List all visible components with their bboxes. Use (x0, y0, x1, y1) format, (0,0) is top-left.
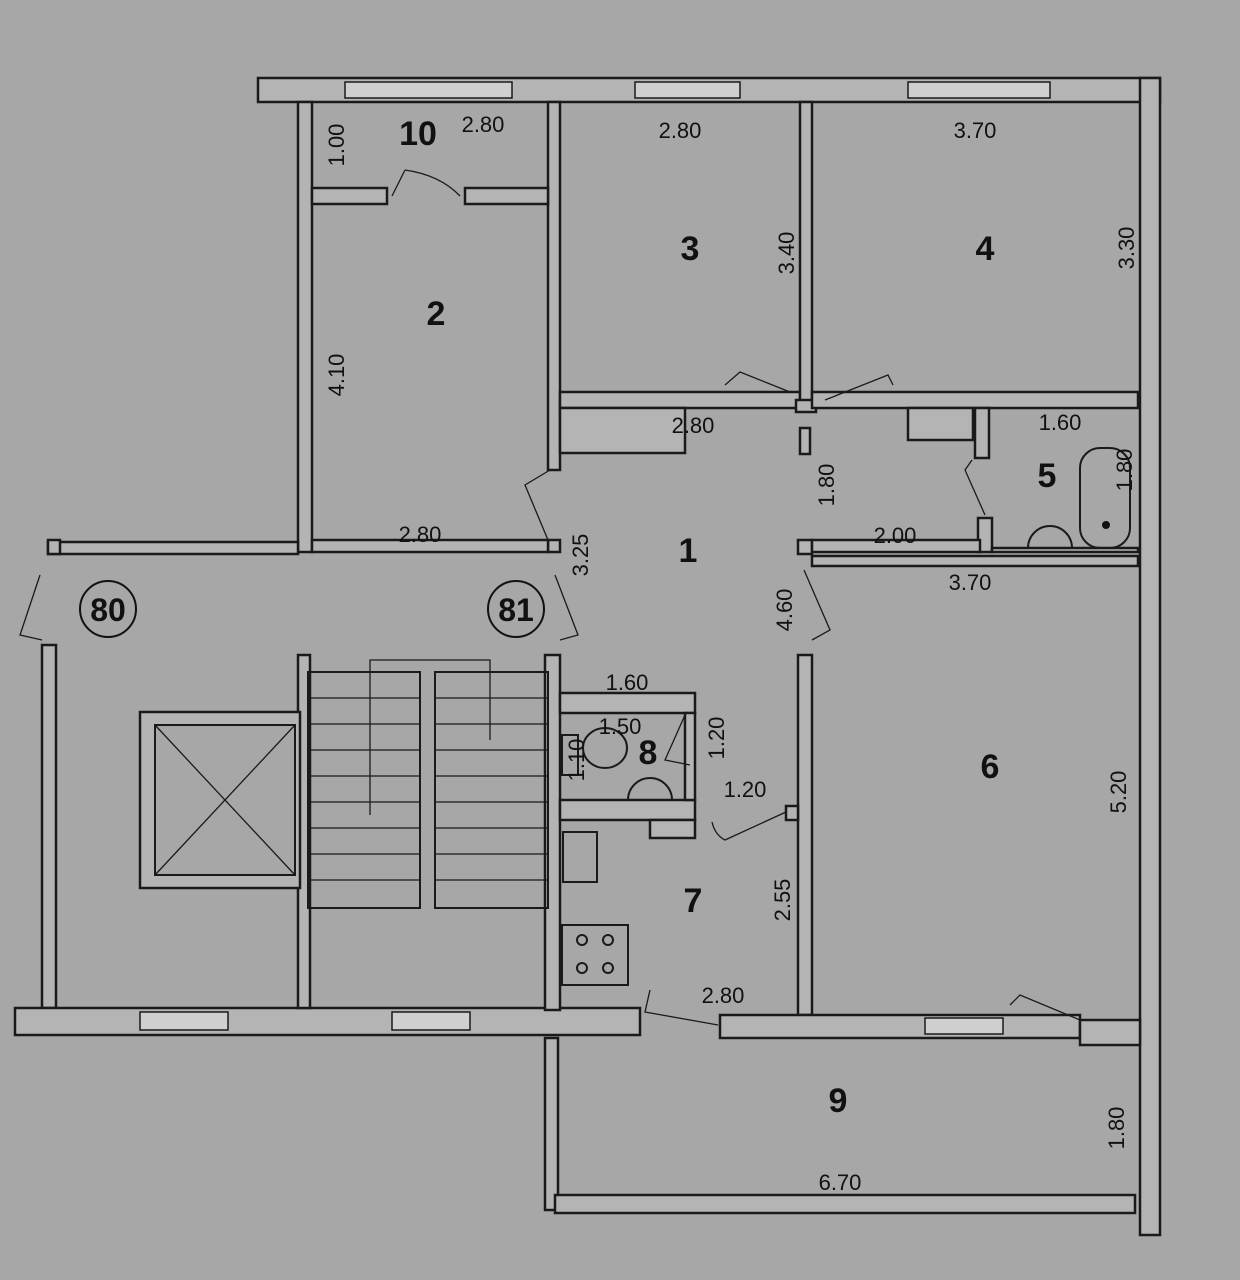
windows (139, 81, 1051, 1035)
sink-icon (1026, 525, 1074, 549)
toilet-icon (582, 727, 628, 769)
apartment-81-label: 81 (498, 592, 534, 628)
dim-label: 2.80 (399, 522, 442, 547)
room-8-label: 8 (639, 734, 658, 772)
room-1-label: 1 (679, 532, 698, 570)
dim-label: 3.25 (568, 534, 593, 577)
dim-label: 1.50 (599, 714, 642, 739)
fixtures (561, 447, 1131, 986)
dim-label: 2.80 (659, 118, 702, 143)
dim-label: 3.30 (1114, 227, 1139, 270)
kitchen-sink-icon (562, 831, 598, 883)
dim-label: 2.00 (874, 523, 917, 548)
dim-label: 1.10 (564, 739, 589, 782)
doors (19, 169, 1081, 1026)
room-2-label: 2 (427, 295, 446, 333)
dim-label: 2.80 (462, 112, 505, 137)
room-7-label: 7 (684, 882, 703, 920)
room-10-label: 10 (399, 115, 437, 153)
dim-label: 1.60 (1039, 410, 1082, 435)
dim-label: 1.80 (814, 464, 839, 507)
bathtub-icon (1079, 447, 1131, 549)
walls (13, 76, 1162, 1237)
sink-icon (626, 777, 674, 801)
dim-label: 3.70 (954, 118, 997, 143)
room-9-label: 9 (829, 1082, 848, 1120)
room-3-label: 3 (681, 230, 700, 268)
stove-icon (561, 924, 629, 986)
dim-label: 1.60 (606, 670, 649, 695)
staircase (307, 659, 549, 909)
room-5-label: 5 (1038, 457, 1057, 495)
room-6-label: 6 (981, 748, 1000, 786)
dim-label: 1.20 (704, 717, 729, 760)
apartment-80-label: 80 (90, 592, 126, 628)
dim-label: 2.80 (672, 413, 715, 438)
dim-label: 5.20 (1106, 771, 1131, 814)
dim-label: 1.20 (724, 777, 767, 802)
dimension-labels: 2.80 1.00 4.10 2.80 2.80 3.40 2.80 3.70 … (324, 112, 1139, 1195)
dim-label: 3.70 (949, 570, 992, 595)
dim-label: 3.40 (774, 232, 799, 275)
dim-label: 1.80 (1112, 449, 1137, 492)
dim-label: 1.00 (324, 124, 349, 167)
elevator-shaft (138, 710, 302, 890)
dim-label: 4.10 (324, 354, 349, 397)
dim-label: 1.80 (1104, 1107, 1129, 1150)
dim-label: 6.70 (819, 1170, 862, 1195)
room-4-label: 4 (976, 230, 995, 268)
dim-label: 4.60 (772, 589, 797, 632)
dim-label: 2.80 (702, 983, 745, 1008)
dim-label: 2.55 (770, 879, 795, 922)
